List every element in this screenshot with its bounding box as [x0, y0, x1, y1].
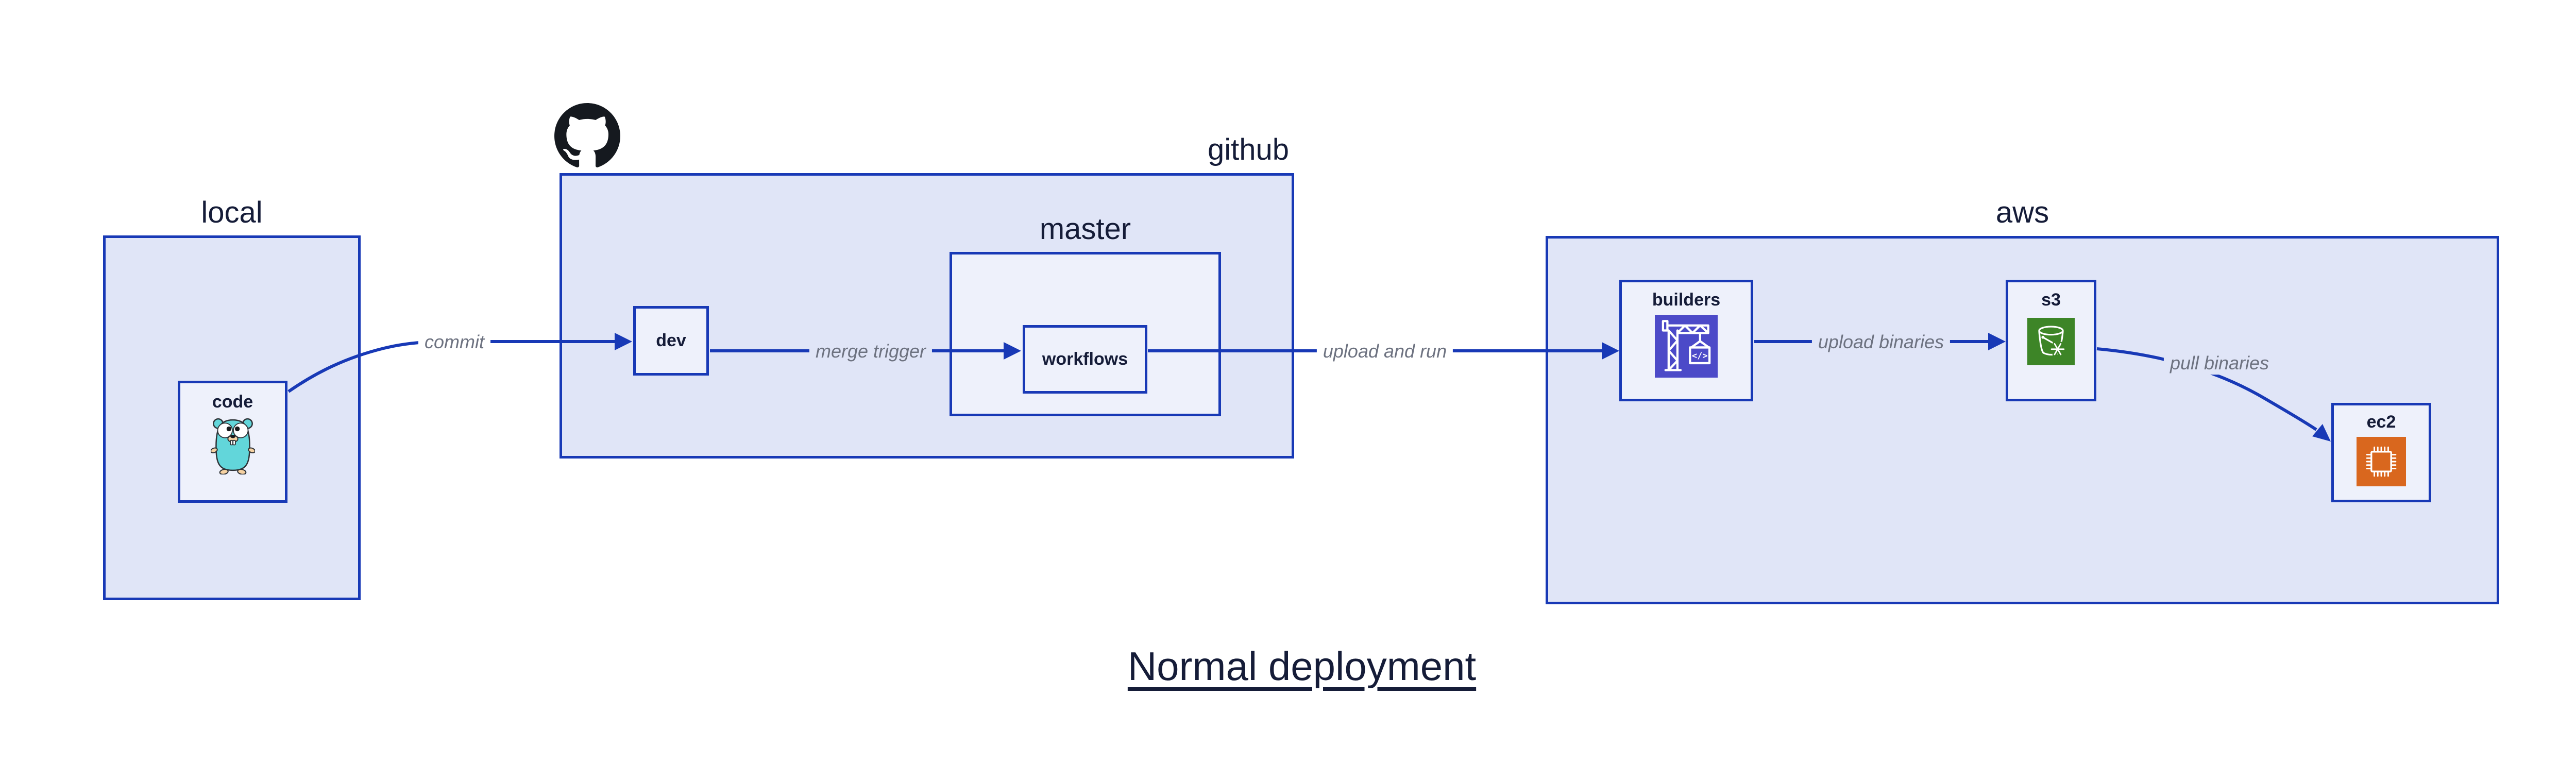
- diagram-caption: Normal deployment: [1127, 643, 1477, 689]
- github-octocat-icon: [554, 103, 620, 167]
- container-label-master: master: [1039, 212, 1131, 246]
- edge-label-merge-trigger: merge trigger: [809, 340, 933, 363]
- node-code: code: [178, 381, 287, 503]
- node-builders: builders </>: [1619, 280, 1753, 401]
- node-workflows: workflows: [1023, 325, 1147, 394]
- container-label-aws: aws: [1995, 196, 2049, 229]
- edge-label-upload-binaries: upload binaries: [1811, 331, 1951, 353]
- node-s3: s3: [2006, 280, 2096, 401]
- edge-label-upload-and-run: upload and run: [1316, 340, 1453, 363]
- container-label-github: github: [1207, 133, 1289, 166]
- node-label-ec2: ec2: [2366, 412, 2396, 432]
- go-gopher-icon: [210, 418, 255, 475]
- aws-codebuild-icon: </>: [1655, 315, 1718, 378]
- svg-text:</>: </>: [1692, 351, 1708, 361]
- aws-s3-bucket-icon: [2027, 318, 2075, 366]
- container-label-local: local: [201, 196, 263, 229]
- node-label-workflows: workflows: [1042, 349, 1128, 369]
- node-label-dev: dev: [656, 330, 686, 350]
- edge-label-commit: commit: [418, 331, 490, 353]
- edge-label-pull-binaries: pull binaries: [2163, 352, 2276, 375]
- node-ec2: ec2: [2331, 403, 2431, 502]
- node-label-builders: builders: [1652, 290, 1721, 310]
- aws-ec2-chip-icon: [2357, 437, 2406, 487]
- node-label-code: code: [212, 392, 253, 412]
- node-label-s3: s3: [2041, 290, 2061, 310]
- node-dev: dev: [633, 306, 709, 376]
